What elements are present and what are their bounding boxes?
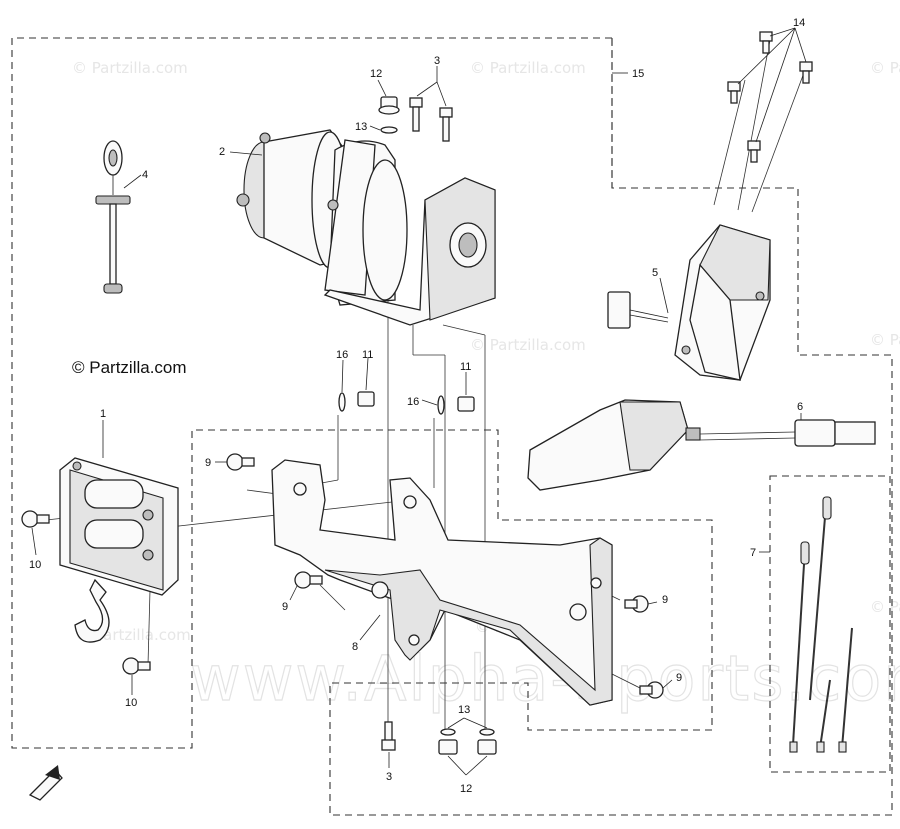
callout-5: 5 <box>652 267 658 279</box>
callout-9: 9 <box>662 594 668 606</box>
main-dashed-boundary <box>11 37 893 816</box>
callout-16: 16 <box>407 396 419 408</box>
callout-11: 11 <box>362 349 373 361</box>
callout-2: 2 <box>219 146 225 158</box>
callout-4: 4 <box>142 169 148 181</box>
front-direction-icon <box>28 765 63 801</box>
cable-kit-boundary <box>769 475 891 773</box>
nut-11-left[interactable] <box>357 391 375 407</box>
bolt-14[interactable] <box>727 31 813 163</box>
callout-10: 10 <box>29 559 41 571</box>
watermark-partzilla: © Partzilla.com <box>870 59 900 77</box>
callout-10: 10 <box>125 697 137 709</box>
bolt-3-top[interactable] <box>409 97 453 142</box>
mounting-bracket-8[interactable] <box>271 459 613 706</box>
winch-motor-assembly[interactable] <box>236 129 496 326</box>
callout-3: 3 <box>386 771 392 783</box>
callout-leaders <box>31 27 807 776</box>
callout-12: 12 <box>370 68 382 80</box>
watermark-partzilla: © Partzilla.com <box>470 59 586 77</box>
callout-16: 16 <box>336 349 348 361</box>
partzilla-copyright: © Partzilla.com <box>72 358 187 377</box>
washer-16-right[interactable] <box>437 395 445 415</box>
bolt-10-bottom[interactable] <box>122 657 151 675</box>
callout-13: 13 <box>355 121 367 133</box>
bolt-9-c[interactable] <box>624 595 649 613</box>
callout-8: 8 <box>352 641 358 653</box>
callout-9: 9 <box>676 672 682 684</box>
callout-9: 9 <box>282 601 288 613</box>
callout-3: 3 <box>434 55 440 67</box>
callout-7: 7 <box>750 547 756 559</box>
watermark-partzilla: © Partzilla.com <box>870 598 900 616</box>
bolt-9-d[interactable] <box>639 681 664 699</box>
washer-13-top[interactable] <box>380 126 398 134</box>
bolt-10-left[interactable] <box>21 510 50 528</box>
callout-14: 14 <box>793 17 805 29</box>
flange-nut-12-bottom[interactable] <box>438 739 497 755</box>
callout-11: 11 <box>460 361 471 373</box>
winch-contactor-5[interactable] <box>607 224 771 381</box>
washer-16-left[interactable] <box>338 392 346 412</box>
winch-remote-6[interactable] <box>527 399 876 491</box>
group-outlines <box>11 37 893 816</box>
tow-strap-4[interactable] <box>95 140 131 294</box>
washer-13-bottom[interactable] <box>440 728 495 736</box>
watermark-partzilla: © Partzilla.com <box>72 59 188 77</box>
flange-nut-12-top[interactable] <box>378 96 400 115</box>
watermark-partzilla: © Partzilla.com <box>470 336 586 354</box>
callout-labels: 1 2 3 3 4 5 6 7 8 9 9 9 9 10 10 11 11 12… <box>29 17 805 795</box>
callout-12: 12 <box>460 783 472 795</box>
roller-fairlead-1[interactable] <box>59 457 179 596</box>
callout-9: 9 <box>205 457 211 469</box>
bolt-3-bottom[interactable] <box>381 721 396 751</box>
bolt-9-a[interactable] <box>226 453 255 471</box>
callout-13: 13 <box>458 704 470 716</box>
battery-cable-kit-7[interactable] <box>789 496 853 753</box>
callout-6: 6 <box>797 401 803 413</box>
callout-1: 1 <box>100 408 106 420</box>
callout-15: 15 <box>632 68 644 80</box>
watermark-partzilla: © Partzilla.com <box>870 331 900 349</box>
nut-11-right[interactable] <box>457 396 475 412</box>
winch-hook[interactable] <box>74 578 110 643</box>
bolt-9-b[interactable] <box>294 571 323 589</box>
